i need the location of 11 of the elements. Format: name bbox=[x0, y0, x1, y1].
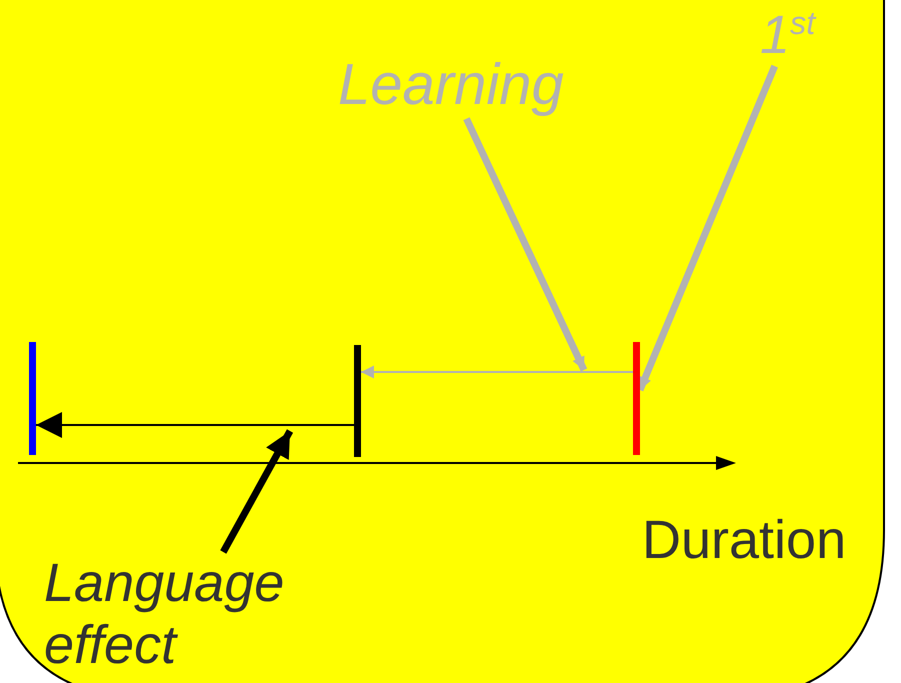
callout-text: 1$^{st}$ bbox=[760, 4, 816, 66]
arrow bbox=[361, 366, 633, 378]
callout-text: Language effect bbox=[44, 552, 286, 676]
arrow bbox=[36, 412, 354, 438]
marker-bar bbox=[354, 345, 361, 457]
axis-label: Duration bbox=[642, 512, 846, 569]
leader-arrow bbox=[220, 429, 294, 554]
marker-bar bbox=[633, 342, 640, 455]
marker-bar bbox=[29, 342, 36, 455]
leader-arrow bbox=[463, 117, 588, 372]
callout-text: Learning bbox=[338, 52, 564, 119]
